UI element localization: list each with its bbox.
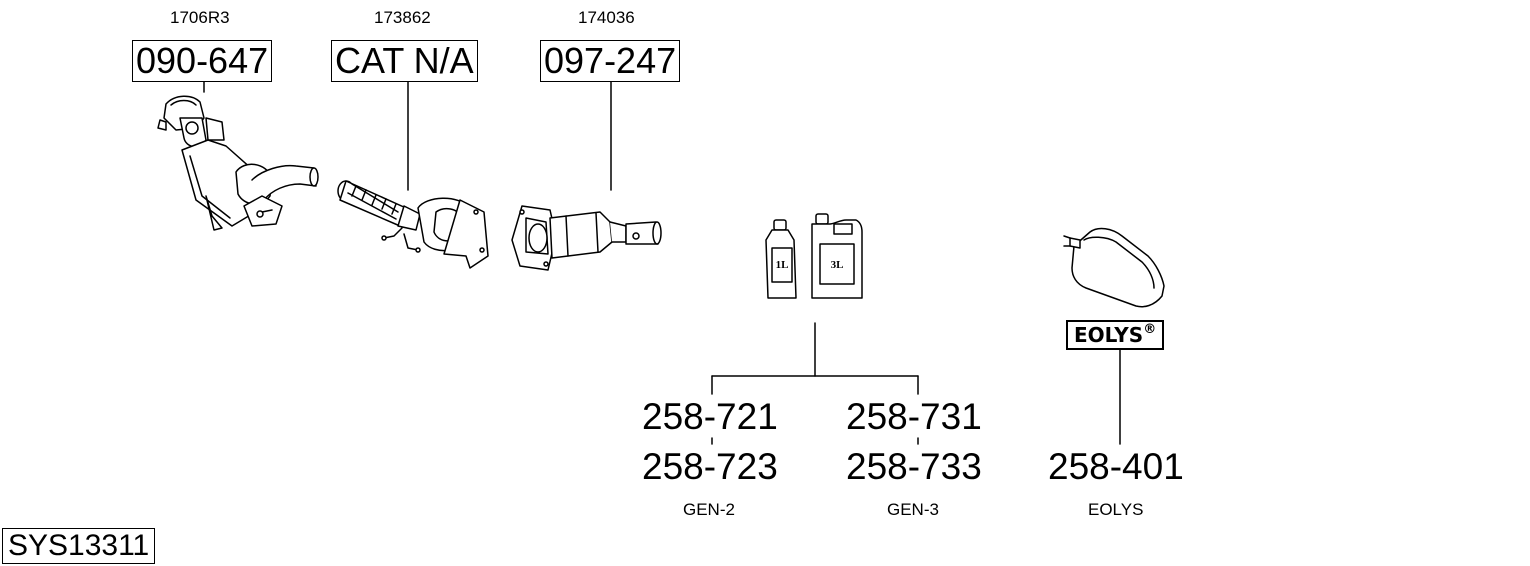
part-ref-1706r3: 1706R3: [170, 8, 230, 27]
part-number-258-401[interactable]: 258-401: [1048, 446, 1184, 487]
part-ref-173862: 173862: [374, 8, 431, 27]
eolys-caption: EOLYS: [1088, 500, 1144, 519]
registered-mark: ®: [1143, 322, 1157, 337]
eolys-reservoir-icon: [1063, 227, 1165, 308]
part-number-090-647[interactable]: 090-647: [132, 40, 273, 82]
gen3-caption: GEN-3: [887, 500, 939, 519]
eolys-logo-text: EOLYS: [1074, 323, 1144, 347]
eolys-logo: EOLYS®: [1066, 320, 1165, 350]
part-number-258-723[interactable]: 258-723: [642, 446, 778, 487]
part-number-258-731[interactable]: 258-731: [846, 396, 982, 437]
additive-jerrycan-3l-icon: [811, 213, 863, 299]
catalytic-converter-173862: [337, 180, 489, 269]
part-number-258-721[interactable]: 258-721: [642, 396, 778, 437]
system-id-label: SYS13311: [2, 528, 156, 564]
bottle-small-label: 1L: [775, 259, 789, 271]
additive-bottle-1l-icon: [765, 219, 797, 299]
catalytic-converter-1706r3: [157, 95, 319, 231]
part-number-097-247[interactable]: 097-247: [540, 40, 681, 82]
gen2-caption: GEN-2: [683, 500, 735, 519]
particulate-filter-174036: [511, 205, 662, 271]
part-number-258-733[interactable]: 258-733: [846, 446, 982, 487]
part-number-cat-na[interactable]: CAT N/A: [331, 40, 478, 82]
bottle-large-label: 3L: [830, 259, 844, 271]
part-ref-174036: 174036: [578, 8, 635, 27]
